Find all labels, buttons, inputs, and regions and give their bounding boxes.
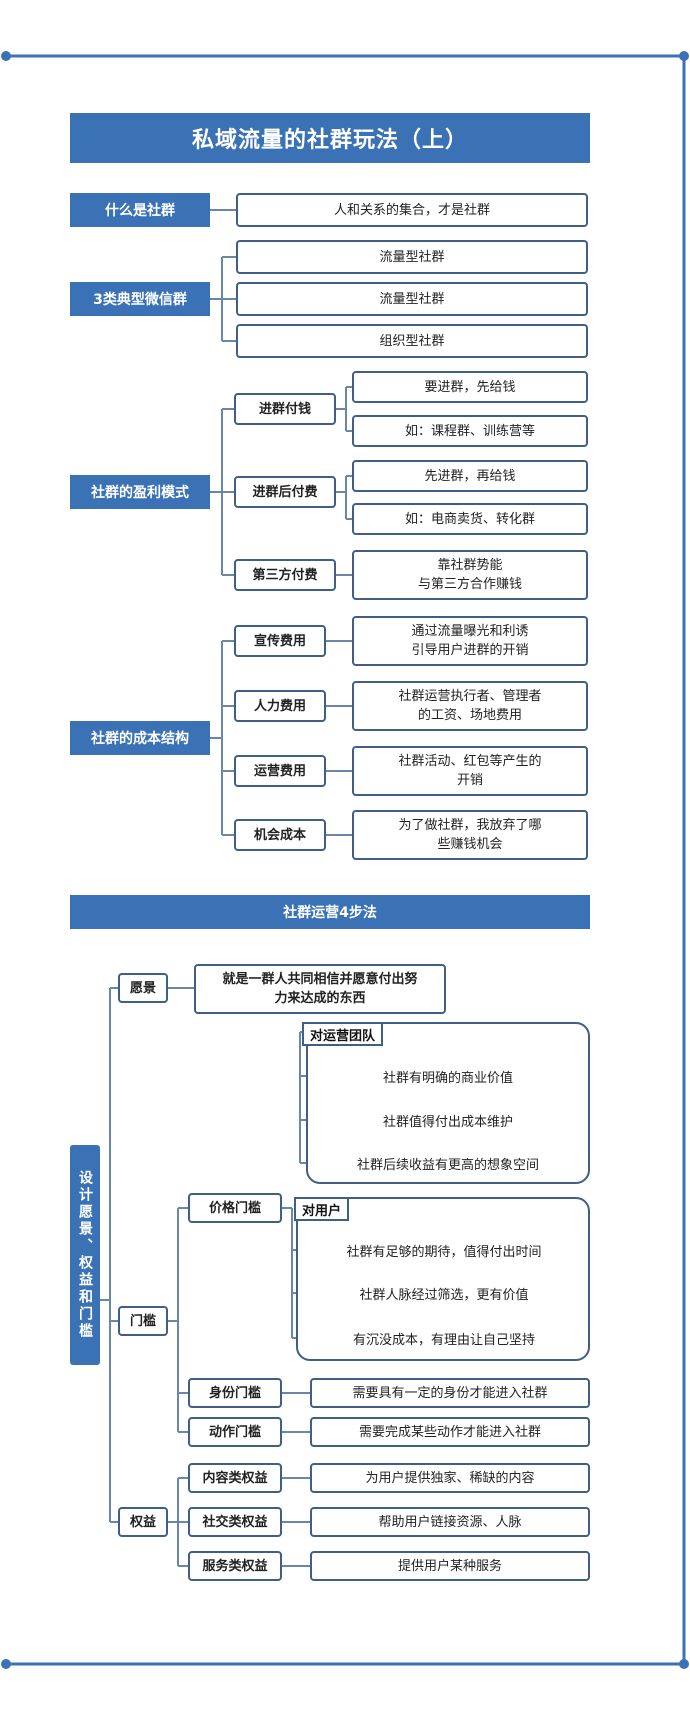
user-group-label: 对用户 bbox=[294, 1197, 350, 1221]
team-item: 社群后续收益有更高的想象空间 bbox=[356, 1157, 539, 1173]
vision-item: 就是一群人共同相信并愿意付出努 力来达成的东西 bbox=[194, 964, 446, 1014]
section2-vertical-title: 设计愿景、权益和门槛 bbox=[70, 1145, 100, 1365]
identity-threshold-label: 身份门槛 bbox=[188, 1378, 282, 1408]
user-item: 有沉没成本，有理由让自己坚持 bbox=[352, 1332, 535, 1348]
cost-branch-operation: 运营费用 bbox=[234, 755, 326, 787]
group-type-item-3: 组织型社群 bbox=[236, 324, 588, 358]
rights-branch-label: 内容类权益 bbox=[188, 1463, 282, 1493]
profit-branch-pay-after-join: 进群后付费 bbox=[234, 476, 336, 508]
team-group-label: 对运营团队 bbox=[302, 1022, 384, 1046]
team-item: 社群值得付出成本维护 bbox=[382, 1114, 513, 1130]
what-is-community-answer: 人和关系的集合，才是社群 bbox=[236, 193, 588, 227]
profit-item: 如：电商卖货、转化群 bbox=[352, 503, 588, 535]
cost-item: 社群活动、红包等产生的 开销 bbox=[352, 746, 588, 796]
action-threshold-item: 需要完成某些动作才能进入社群 bbox=[310, 1417, 590, 1447]
group-type-item-1: 流量型社群 bbox=[236, 240, 588, 274]
rights-label: 权益 bbox=[118, 1507, 168, 1537]
rights-branch-label: 社交类权益 bbox=[188, 1507, 282, 1537]
page-title: 私域流量的社群玩法（上） bbox=[70, 113, 590, 163]
cost-branch-labor: 人力费用 bbox=[234, 690, 326, 722]
cost-structure-label: 社群的成本结构 bbox=[70, 721, 210, 755]
rights-branch-label: 服务类权益 bbox=[188, 1551, 282, 1581]
wechat-group-types-label: 3类典型微信群 bbox=[70, 282, 210, 316]
team-group bbox=[306, 1022, 590, 1184]
profit-item: 如：课程群、训练营等 bbox=[352, 415, 588, 447]
user-group bbox=[296, 1197, 590, 1361]
identity-threshold-item: 需要具有一定的身份才能进入社群 bbox=[310, 1378, 590, 1408]
rights-branch-item: 提供用户某种服务 bbox=[310, 1551, 590, 1581]
rights-branch-item: 为用户提供独家、稀缺的内容 bbox=[310, 1463, 590, 1493]
action-threshold-label: 动作门槛 bbox=[188, 1417, 282, 1447]
what-is-community-label: 什么是社群 bbox=[70, 193, 210, 227]
threshold-label: 门槛 bbox=[118, 1306, 168, 1336]
user-item: 社群人脉经过筛选，更有价值 bbox=[359, 1287, 529, 1303]
section2-title: 社群运营4步法 bbox=[70, 895, 590, 929]
cost-item: 为了做社群，我放弃了哪 些赚钱机会 bbox=[352, 810, 588, 860]
profit-item: 靠社群势能 与第三方合作赚钱 bbox=[352, 550, 588, 600]
group-type-item-2: 流量型社群 bbox=[236, 282, 588, 316]
profit-model-label: 社群的盈利模式 bbox=[70, 475, 210, 509]
cost-item: 通过流量曝光和利诱 引导用户进群的开销 bbox=[352, 616, 588, 666]
profit-item: 要进群，先给钱 bbox=[352, 371, 588, 403]
profit-branch-pay-to-join: 进群付钱 bbox=[234, 393, 336, 425]
profit-item: 先进群，再给钱 bbox=[352, 460, 588, 492]
vision-label: 愿景 bbox=[118, 973, 168, 1003]
cost-item: 社群运营执行者、管理者 的工资、场地费用 bbox=[352, 681, 588, 731]
cost-branch-opportunity: 机会成本 bbox=[234, 819, 326, 851]
rights-branch-item: 帮助用户链接资源、人脉 bbox=[310, 1507, 590, 1537]
price-threshold-label: 价格门槛 bbox=[188, 1193, 282, 1223]
profit-branch-third-party: 第三方付费 bbox=[234, 559, 336, 591]
wechat-group-types-text: 3类典型微信群 bbox=[93, 292, 187, 308]
cost-branch-promotion: 宣传费用 bbox=[234, 625, 326, 657]
team-item: 社群有明确的商业价值 bbox=[382, 1070, 513, 1086]
user-item: 社群有足够的期待，值得付出时间 bbox=[346, 1244, 542, 1260]
